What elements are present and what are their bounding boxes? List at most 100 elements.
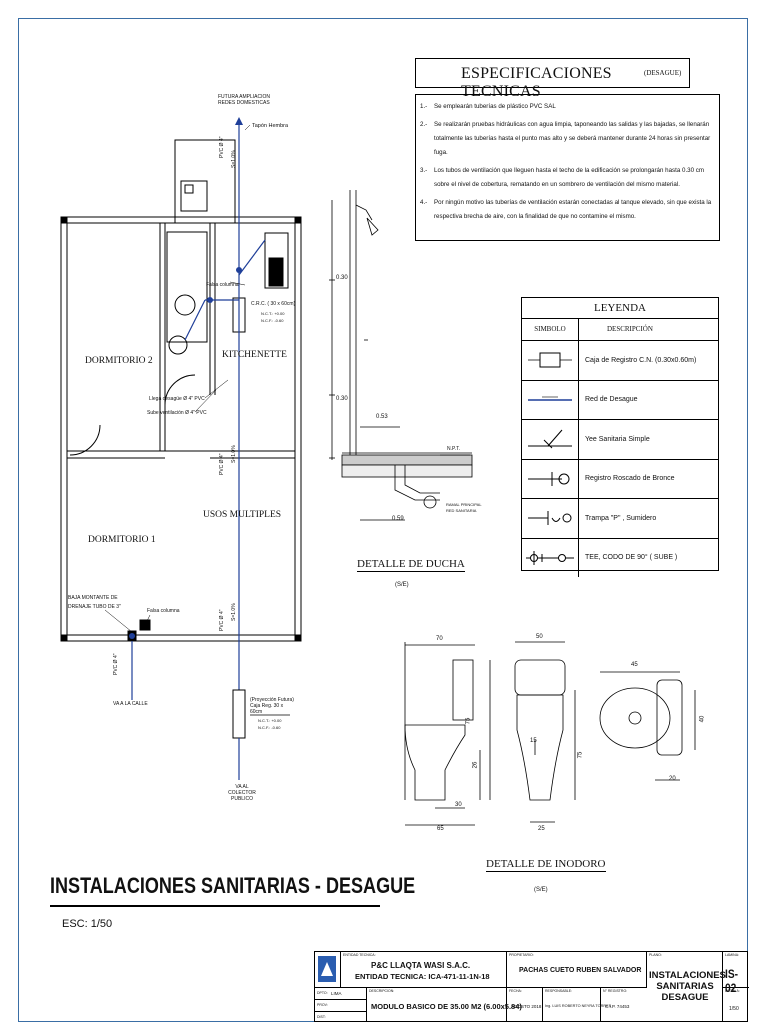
inodoro-side-dim-4: 65	[437, 826, 444, 832]
note-falsa-columna-1: Falsa columna	[206, 282, 239, 288]
legend-header-row: SIMBOLO DESCRIPCIÓN	[522, 319, 718, 341]
inodoro-side-dim-2: 75	[465, 717, 472, 725]
toilet-detail-drawing	[404, 641, 696, 826]
note-nct-1: N.C.T.: +0.00	[261, 311, 285, 316]
drain-line-icon	[522, 380, 579, 419]
legend-row: TEE, CODO DE 90° ( SUBE )	[522, 538, 718, 577]
inodoro-top-dim-1: 45	[631, 662, 638, 668]
room-dormitorio-2: DORMITORIO 2	[85, 356, 153, 366]
specs-subtitle: (DESAGUE)	[644, 69, 682, 77]
specs-list: 1.-Se emplearán tuberías de plástico PVC…	[415, 94, 720, 241]
legend-desc: TEE, CODO DE 90° ( SUBE )	[585, 554, 678, 562]
legend-desc: Red de Desague	[585, 396, 638, 404]
shower-detail-drawing	[329, 190, 473, 521]
inodoro-top-dim-3: 20	[669, 776, 676, 782]
ducha-dim-2: 0.30	[336, 396, 348, 402]
inodoro-side-dim-1: 70	[436, 636, 443, 642]
company-logo	[315, 952, 341, 988]
legend-desc: Registro Roscado de Bronce	[585, 475, 675, 483]
ducha-npt: N.P.T.	[447, 446, 460, 452]
tb-date-cell: FECHA: AGOSTO 2018	[507, 988, 543, 1021]
note-crc: C.R.C. ( 30 x 60cm)	[251, 301, 296, 307]
specs-title: ESPECIFICACIONES TECNICAS	[461, 65, 612, 100]
note-slope-1: S=1.0%	[231, 150, 237, 168]
legend-title: LEYENDA	[522, 298, 718, 319]
legend-row: Caja de Registro C.N. (0.30x0.60m)	[522, 341, 718, 381]
legend-row: Trampa "P" , Sumidero	[522, 499, 718, 539]
ducha-scale: (S/E)	[395, 582, 409, 588]
note-baja-montante: BAJA MONTANTE DE DRENAJE TUBO DE 3"	[68, 595, 121, 610]
note-pvc-4: PVC Ø 4"	[113, 653, 119, 675]
floor-plan	[60, 117, 302, 780]
inodoro-side-dim-5: 26	[472, 761, 479, 769]
note-pvc-1: PVC Ø 4"	[219, 136, 225, 158]
note-slope-2: S=1.0%	[231, 445, 237, 463]
legend-desc: Trampa "P" , Sumidero	[585, 514, 657, 522]
tb-dpto: LIMA	[331, 991, 342, 996]
title-block: ENTIDAD TECNICA: P&C LLAQTA WASI S.A.C. …	[314, 951, 749, 1022]
yee-fitting-icon	[522, 420, 579, 459]
tb-responsible: Ing. LUIS ROBERTO NEYRA TORRES	[545, 1004, 612, 1008]
tb-owner: PACHAS CUETO RUBEN SALVADOR	[519, 967, 642, 974]
tb-description-cell: DESCRIPCION: MODULO BASICO DE 35.00 M2 (…	[367, 988, 522, 1021]
inodoro-front-dim-3: 15	[530, 738, 537, 744]
tb-owner-cell: PROPIETARIO: PACHAS CUETO RUBEN SALVADOR	[507, 952, 647, 988]
registry-box-icon	[522, 341, 579, 380]
scale-label: ESC: 1/50	[62, 918, 113, 930]
room-dormitorio-1: DORMITORIO 1	[88, 535, 156, 545]
spec-item: 3.-Los tubos de ventilación que lleguen …	[420, 167, 705, 188]
legend-desc: Yee Sanitaria Simple	[585, 435, 650, 443]
note-sube-ventilacion: Sube ventilación Ø 4" PVC	[147, 410, 207, 416]
legend-col-desc: DESCRIPCIÓN	[607, 325, 653, 333]
tb-company: P&C LLAQTA WASI S.A.C.	[371, 961, 471, 970]
main-title-underline	[50, 905, 380, 907]
tb-sheet-cell: LAMINA: IS-02	[723, 952, 749, 995]
legend-row: Red de Desague	[522, 380, 718, 420]
tb-entidad-cell: ENTIDAD TECNICA: P&C LLAQTA WASI S.A.C. …	[341, 952, 507, 988]
main-title: INSTALACIONES SANITARIAS - DESAGUE	[50, 873, 416, 898]
p-trap-icon	[522, 499, 579, 538]
inodoro-scale: (S/E)	[534, 887, 548, 893]
legend-row: Yee Sanitaria Simple	[522, 420, 718, 460]
tb-date: AGOSTO 2018	[511, 1004, 542, 1009]
legend-row: Registro Roscado de Bronce	[522, 459, 718, 499]
tb-description: MODULO BASICO DE 35.00 M2 (6.00x5.84)	[371, 1002, 522, 1011]
tb-registration-cell: N° REGISTRO: C.I.P. 74453	[603, 989, 630, 1009]
note-tapon-hembra: Tapón Hembra	[252, 123, 289, 129]
spec-item: 4.-Por ningún motivo las tuberías de ven…	[420, 199, 712, 220]
note-pvc-3: PVC Ø 4"	[219, 609, 225, 631]
note-colector-publico: VA AL COLECTOR PUBLICO	[228, 784, 256, 802]
note-pvc-2: PVC Ø 4"	[219, 453, 225, 475]
note-ncf-1: N.C.F.: -0.60	[261, 318, 284, 323]
spec-item: 2.-Se realizarán pruebas hidráulicas con…	[420, 121, 711, 156]
ducha-dim-1: 0.30	[336, 275, 348, 281]
spec-item: 1.-Se emplearán tuberías de plástico PVC…	[420, 103, 556, 110]
tb-entidad: ENTIDAD TECNICA: ICA-471-11-1N-18	[355, 972, 490, 981]
legend-table: LEYENDA SIMBOLO DESCRIPCIÓN Caja de Regi…	[521, 297, 719, 577]
legend-col-symbol: SIMBOLO	[522, 319, 579, 340]
inodoro-top-dim-2: 40	[699, 715, 706, 723]
inodoro-side-dim-3: 30	[455, 802, 462, 808]
note-proyeccion-futura: (Proyección Futura) Caja Reg. 30 x 60cm	[250, 697, 294, 715]
specs-title-box: ESPECIFICACIONES TECNICAS (DESAGUE)	[415, 58, 690, 100]
tb-scale: 1/50	[729, 1006, 739, 1012]
note-ncf-2: N.C.F.: -0.60	[258, 725, 281, 730]
inodoro-front-dim-1: 50	[536, 634, 543, 640]
tb-registration: C.I.P. 74453	[605, 1004, 630, 1009]
inodoro-title: DETALLE DE INODORO	[486, 858, 606, 872]
inodoro-front-dim-4: 25	[538, 826, 545, 832]
bronze-register-icon	[522, 459, 579, 498]
note-falsa-columna-2: Falsa columna	[147, 608, 180, 614]
ducha-dim-3: 0.53	[376, 414, 388, 420]
room-kitchenette: KITCHENETTE	[222, 350, 287, 360]
note-va-a-la-calle: VA A LA CALLE	[113, 701, 148, 707]
tb-sheet: IS-02	[725, 967, 739, 995]
note-slope-3: S=1.0%	[231, 603, 237, 621]
tb-responsible-cell: RESPONSABLE: Ing. LUIS ROBERTO NEYRA TOR…	[543, 988, 611, 1021]
tb-plan-title: INSTALACIONES SANITARIAS DESAGUE	[649, 970, 726, 1003]
note-llega-desague: Llega desagüe Ø 4" PVC	[149, 396, 205, 402]
ducha-ramal: RAMAL PRINCIPAL RED SANITARIA	[446, 502, 482, 513]
legend-desc: Caja de Registro C.N. (0.30x0.60m)	[585, 356, 697, 364]
ducha-dim-4: 0.59	[392, 516, 404, 522]
tee-elbow-icon	[522, 538, 579, 577]
